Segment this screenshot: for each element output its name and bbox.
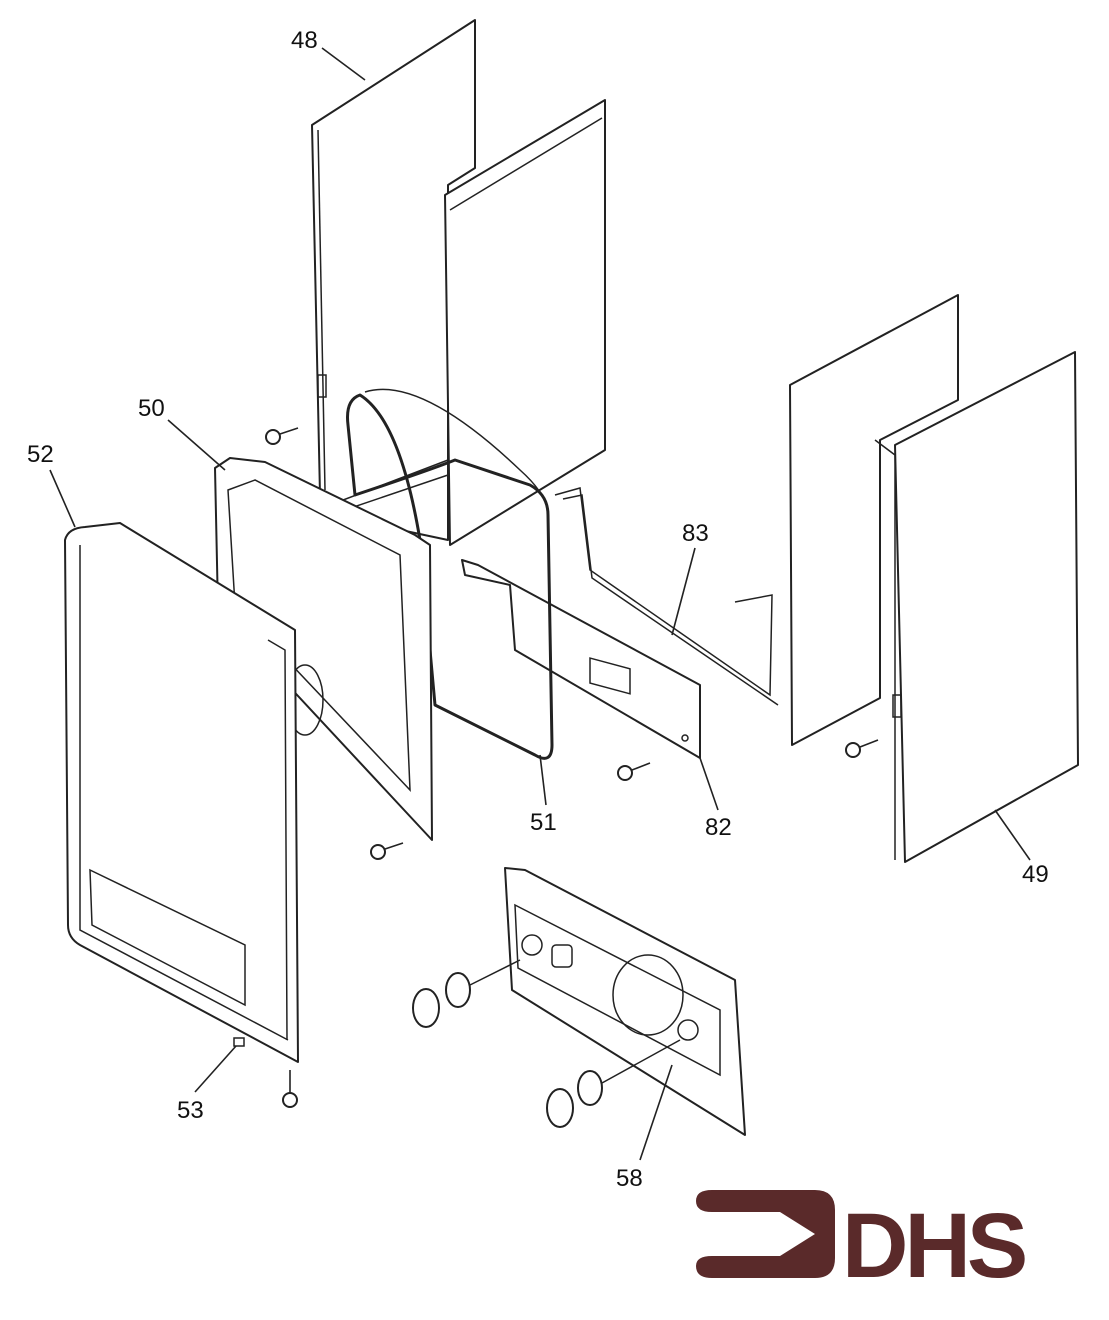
part-82-plate	[461, 559, 701, 759]
screws	[265, 427, 879, 1108]
dhs-logo: DHS	[696, 1190, 1029, 1297]
screw-icon	[845, 739, 879, 758]
label-83: 83	[682, 520, 709, 547]
label-52: 52	[27, 441, 54, 468]
label-82: 82	[705, 814, 732, 841]
screw-icon	[617, 762, 651, 781]
svg-text:DHS: DHS	[842, 1195, 1025, 1297]
label-49: 49	[1022, 861, 1049, 888]
knob-lower	[546, 1039, 681, 1128]
insulation-panel	[444, 99, 606, 546]
right-insulation-panel	[789, 294, 959, 746]
part-58-control-panel	[504, 867, 746, 1136]
part-labels: 48 52 50 83 51 82 49 53 58	[27, 27, 1049, 1192]
part-51-seal	[346, 388, 554, 760]
label-48: 48	[291, 27, 318, 54]
screw-icon	[265, 427, 299, 445]
label-50: 50	[138, 395, 165, 422]
screw-icon	[370, 842, 404, 860]
part-49-side-panel	[874, 351, 1079, 863]
part-83-bracket	[554, 487, 779, 706]
label-51: 51	[530, 809, 557, 836]
part-52-front-cover	[64, 522, 299, 1063]
screw-icon	[282, 1070, 298, 1108]
knob-upper	[412, 959, 521, 1028]
label-58: 58	[616, 1165, 643, 1192]
label-53: 53	[177, 1097, 204, 1124]
arrow-logo-mark	[696, 1190, 835, 1278]
